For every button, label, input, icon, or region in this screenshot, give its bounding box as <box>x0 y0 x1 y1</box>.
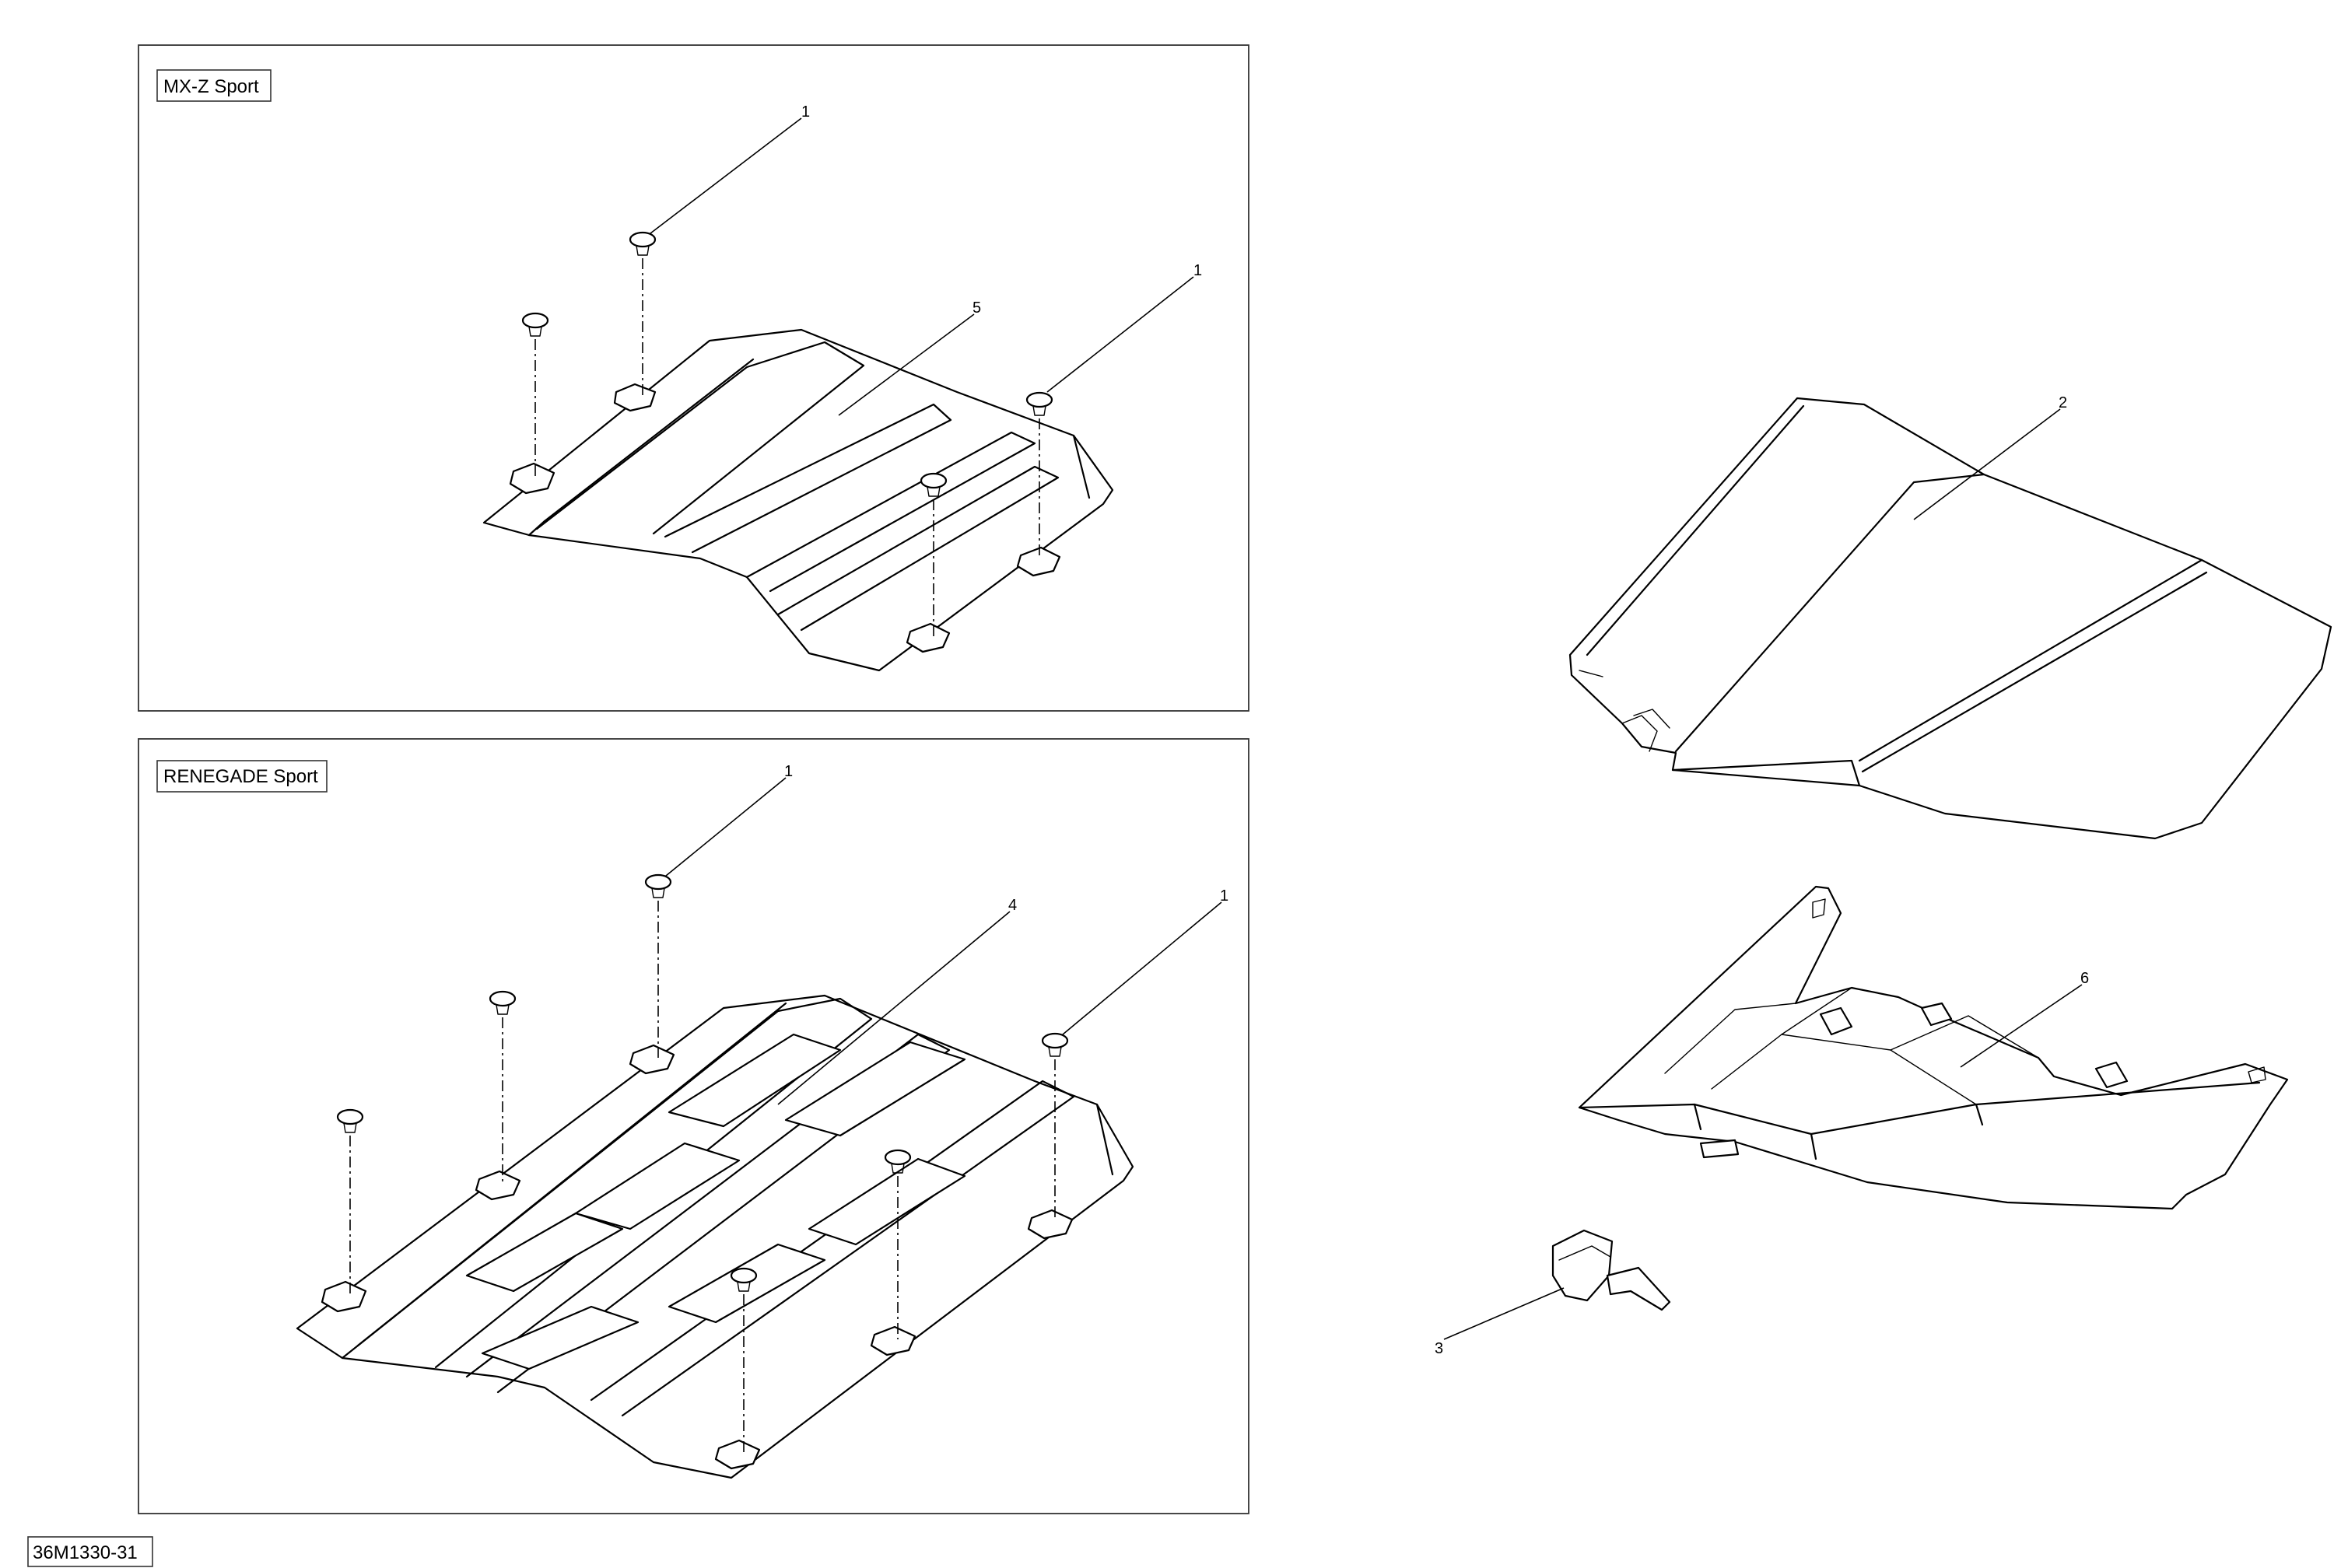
fastener-1 <box>336 1108 364 1133</box>
leader-line <box>1062 901 1222 1035</box>
leader-line <box>1913 408 2061 520</box>
callout-6: 6 <box>2080 970 2089 987</box>
panel-label: RENEGADE Sport <box>163 766 318 787</box>
mirror-3: 3 <box>1435 1229 1671 1357</box>
leader-line <box>665 777 787 877</box>
fastener-1 <box>920 472 948 497</box>
callout-1: 1 <box>1193 262 1202 279</box>
callout-3: 3 <box>1435 1340 1443 1357</box>
callout-1: 1 <box>784 763 793 780</box>
panel-label-box <box>156 69 272 102</box>
fastener-1 <box>644 873 672 898</box>
fastener-1 <box>884 1149 912 1174</box>
skid-plate-5 <box>482 328 1114 672</box>
leader-line <box>777 911 1011 1105</box>
drawing-id: 36M1330-31 <box>27 1536 153 1567</box>
panel-label: MX-Z Sport <box>163 76 259 97</box>
leader-line <box>838 313 975 416</box>
fastener-1 <box>1041 1032 1069 1057</box>
callout-5: 5 <box>972 299 981 317</box>
callout-1: 1 <box>1220 887 1228 905</box>
drawing-id-text: 36M1330-31 <box>33 1542 138 1563</box>
callout-2: 2 <box>2059 394 2067 411</box>
skid-plate-4 <box>296 994 1134 1479</box>
callout-4: 4 <box>1008 897 1017 914</box>
fastener-1 <box>629 231 657 256</box>
fastener-1 <box>1025 391 1053 416</box>
leader-line <box>1443 1287 1565 1340</box>
leader-line <box>1046 276 1194 393</box>
panel-frame <box>138 738 1249 1514</box>
fastener-1 <box>489 990 517 1015</box>
panel-mxz-sport: MX-Z Sport <box>138 44 1249 712</box>
console-6: 6 <box>1578 885 2289 1210</box>
panel-frame <box>138 44 1249 712</box>
leader-line <box>1960 984 2083 1068</box>
panel-label-box <box>156 760 328 793</box>
leader-line <box>650 117 802 234</box>
fastener-1 <box>521 312 549 337</box>
fastener-1 <box>730 1267 758 1292</box>
panel-renegade-sport: RENEGADE Sport <box>138 738 1249 1514</box>
callout-1: 1 <box>801 103 810 121</box>
windshield-2: 2 <box>1568 394 2332 840</box>
